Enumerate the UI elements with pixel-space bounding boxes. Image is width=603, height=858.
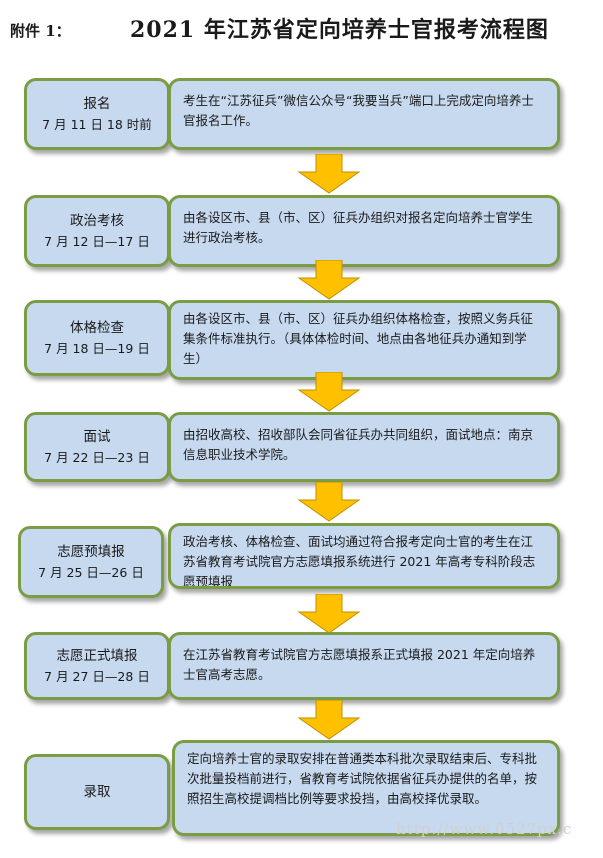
step-7-label-box: 录取 [24, 754, 170, 830]
down-arrow-icon [297, 154, 361, 194]
step-3-desc: 由各设区市、县（市、区）征兵办组织体格检查，按照义务兵征集条件标准执行。（具体体… [183, 311, 534, 366]
step-6-desc: 在江苏省教育考试院官方志愿填报系正式填报 2021 年定向培养士官高考志愿。 [183, 647, 536, 682]
step-5-name: 志愿预填报 [57, 544, 125, 560]
document-header: 附件 1： 2021 年江苏省定向培养士官报考流程图 [0, 10, 603, 46]
step-4-desc: 由招收高校、招收部队会同省征兵办共同组织，面试地点：南京信息职业技术学院。 [183, 427, 534, 462]
step-4-desc-box: 由招收高校、招收部队会同省征兵办共同组织，面试地点：南京信息职业技术学院。 [168, 412, 560, 482]
step-2-date: 7 月 12 日—17 日 [44, 234, 150, 249]
down-arrow-icon [297, 482, 361, 522]
step-7-desc: 定向培养士官的录取安排在普通类本科批次录取结束后、专科批次批量投档前进行，省教育… [187, 751, 538, 806]
annex-label: 附件 1： [10, 22, 71, 40]
step-1-desc-box: 考生在“江苏征兵”微信公众号“我要当兵”端口上完成定向培养士官报名工作。 [168, 78, 560, 150]
step-7-name: 录取 [83, 784, 111, 800]
step-2-desc-box: 由各设区市、县（市、区）征兵办组织对报名定向培养士官学生进行政治考核。 [168, 195, 560, 267]
step-5-date: 7 月 25 日—26 日 [38, 565, 144, 580]
down-arrow-icon [297, 594, 361, 634]
step-4-date: 7 月 22 日—23 日 [44, 450, 150, 465]
step-6-date: 7 月 27 日—28 日 [44, 669, 150, 684]
step-1-desc: 考生在“江苏征兵”微信公众号“我要当兵”端口上完成定向培养士官报名工作。 [183, 93, 534, 128]
watermark-url: http://www.0527px.c [396, 820, 573, 838]
step-3-date: 7 月 18 日—19 日 [44, 341, 150, 356]
step-4-name: 面试 [83, 429, 111, 445]
step-5-desc-box: 政治考核、体格检查、面试均通过符合报考定向士官的考生在江苏省教育考试院官方志愿填… [168, 523, 560, 589]
step-1-name: 报名 [83, 96, 111, 112]
down-arrow-icon [297, 700, 361, 740]
step-3-name: 体格检查 [70, 320, 124, 336]
step-3-label-box: 体格检查 7 月 18 日—19 日 [24, 300, 170, 376]
page-title: 2021 年江苏省定向培养士官报考流程图 [130, 17, 549, 43]
step-6-desc-box: 在江苏省教育考试院官方志愿填报系正式填报 2021 年定向培养士官高考志愿。 [168, 632, 560, 700]
step-2-name: 政治考核 [70, 213, 124, 229]
step-3-desc-box: 由各设区市、县（市、区）征兵办组织体格检查，按照义务兵征集条件标准执行。（具体体… [168, 300, 560, 380]
step-5-desc: 政治考核、体格检查、面试均通过符合报考定向士官的考生在江苏省教育考试院官方志愿填… [183, 534, 536, 589]
step-6-label-box: 志愿正式填报 7 月 27 日—28 日 [24, 632, 170, 700]
step-1-label-box: 报名 7 月 11 日 18 时前 [24, 78, 170, 150]
step-2-desc: 由各设区市、县（市、区）征兵办组织对报名定向培养士官学生进行政治考核。 [183, 210, 534, 245]
step-5-label-box: 志愿预填报 7 月 25 日—26 日 [18, 526, 164, 598]
step-2-label-box: 政治考核 7 月 12 日—17 日 [24, 195, 170, 267]
step-1-date: 7 月 11 日 18 时前 [42, 117, 152, 132]
step-4-label-box: 面试 7 月 22 日—23 日 [24, 412, 170, 482]
step-7-desc-box: 定向培养士官的录取安排在普通类本科批次录取结束后、专科批次批量投档前进行，省教育… [172, 740, 560, 836]
down-arrow-icon [297, 260, 361, 300]
down-arrow-icon [297, 372, 361, 412]
step-6-name: 志愿正式填报 [56, 648, 138, 664]
